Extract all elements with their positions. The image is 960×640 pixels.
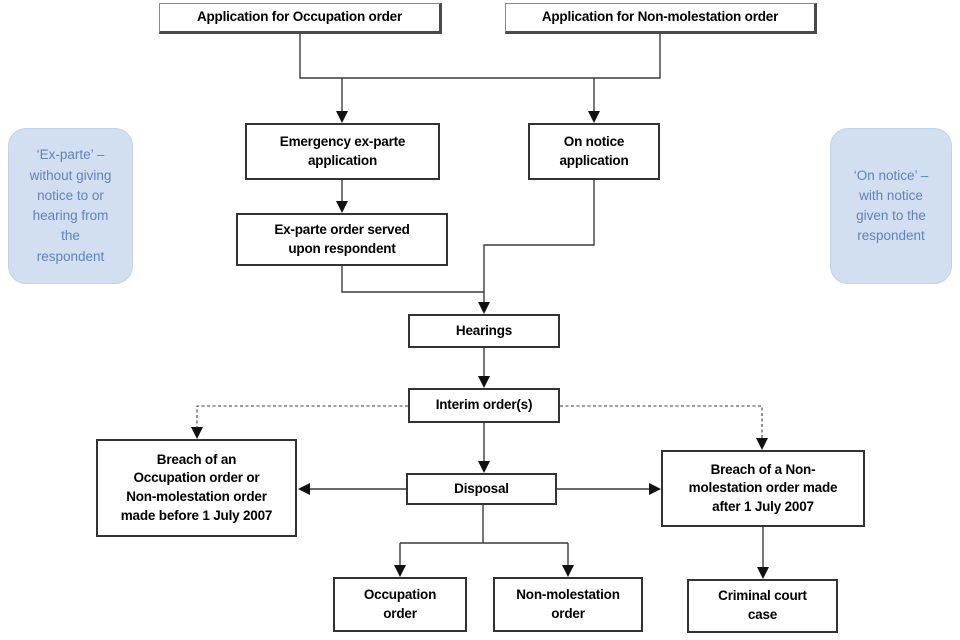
- arrowhead-hearings-to-interim: [478, 376, 490, 388]
- node-non-molestation-order: Non-molestation order: [493, 577, 643, 632]
- connector-interim-to-breach-before: [196, 405, 408, 437]
- connector-on-notice-to-hearings: [483, 180, 595, 312]
- node-app-occupation: Application for Occupation order: [159, 3, 442, 34]
- arrowhead-on-notice-to-hearings: [478, 302, 490, 314]
- arrowhead-disposal-to-breach-before: [298, 483, 310, 495]
- arrowhead-split-to-emergency: [336, 111, 348, 123]
- node-on-notice: On notice application: [528, 123, 660, 180]
- arrowhead-emergency-to-served: [336, 201, 348, 213]
- arrowhead-interim-to-disposal: [478, 461, 490, 473]
- connector-interim-to-breach-after: [560, 405, 763, 448]
- node-hearings: Hearings: [408, 314, 560, 348]
- connector-served-to-merge: [341, 266, 484, 293]
- callout-ex-parte-note: ‘Ex-parte’ – without giving notice to or…: [8, 128, 133, 284]
- node-ex-parte-served: Ex-parte order served upon respondent: [236, 213, 448, 266]
- arrowhead-branch-to-occupation: [394, 565, 406, 577]
- node-disposal: Disposal: [406, 473, 557, 505]
- node-criminal-court-case: Criminal court case: [687, 579, 838, 633]
- arrowhead-breach-to-criminal: [757, 567, 769, 579]
- node-breach-after: Breach of a Non- molestation order made …: [661, 450, 865, 527]
- node-occupation-order: Occupation order: [333, 577, 467, 632]
- node-interim-orders: Interim order(s): [408, 388, 560, 423]
- callout-on-notice-note: ‘On notice’ – with notice given to the r…: [830, 128, 952, 284]
- arrowhead-interim-to-breach-after: [756, 438, 768, 450]
- node-emergency-ex-parte: Emergency ex-parte application: [245, 123, 440, 180]
- connector-apps-to-split: [299, 34, 661, 79]
- arrowhead-branch-to-non-molestation: [562, 565, 574, 577]
- node-app-non-molestation: Application for Non-molestation order: [505, 3, 817, 34]
- arrowhead-split-to-on-notice: [588, 111, 600, 123]
- node-breach-before: Breach of an Occupation order or Non-mol…: [96, 439, 297, 537]
- arrowhead-interim-to-breach-before: [191, 427, 203, 439]
- arrowhead-disposal-to-breach-after: [649, 483, 661, 495]
